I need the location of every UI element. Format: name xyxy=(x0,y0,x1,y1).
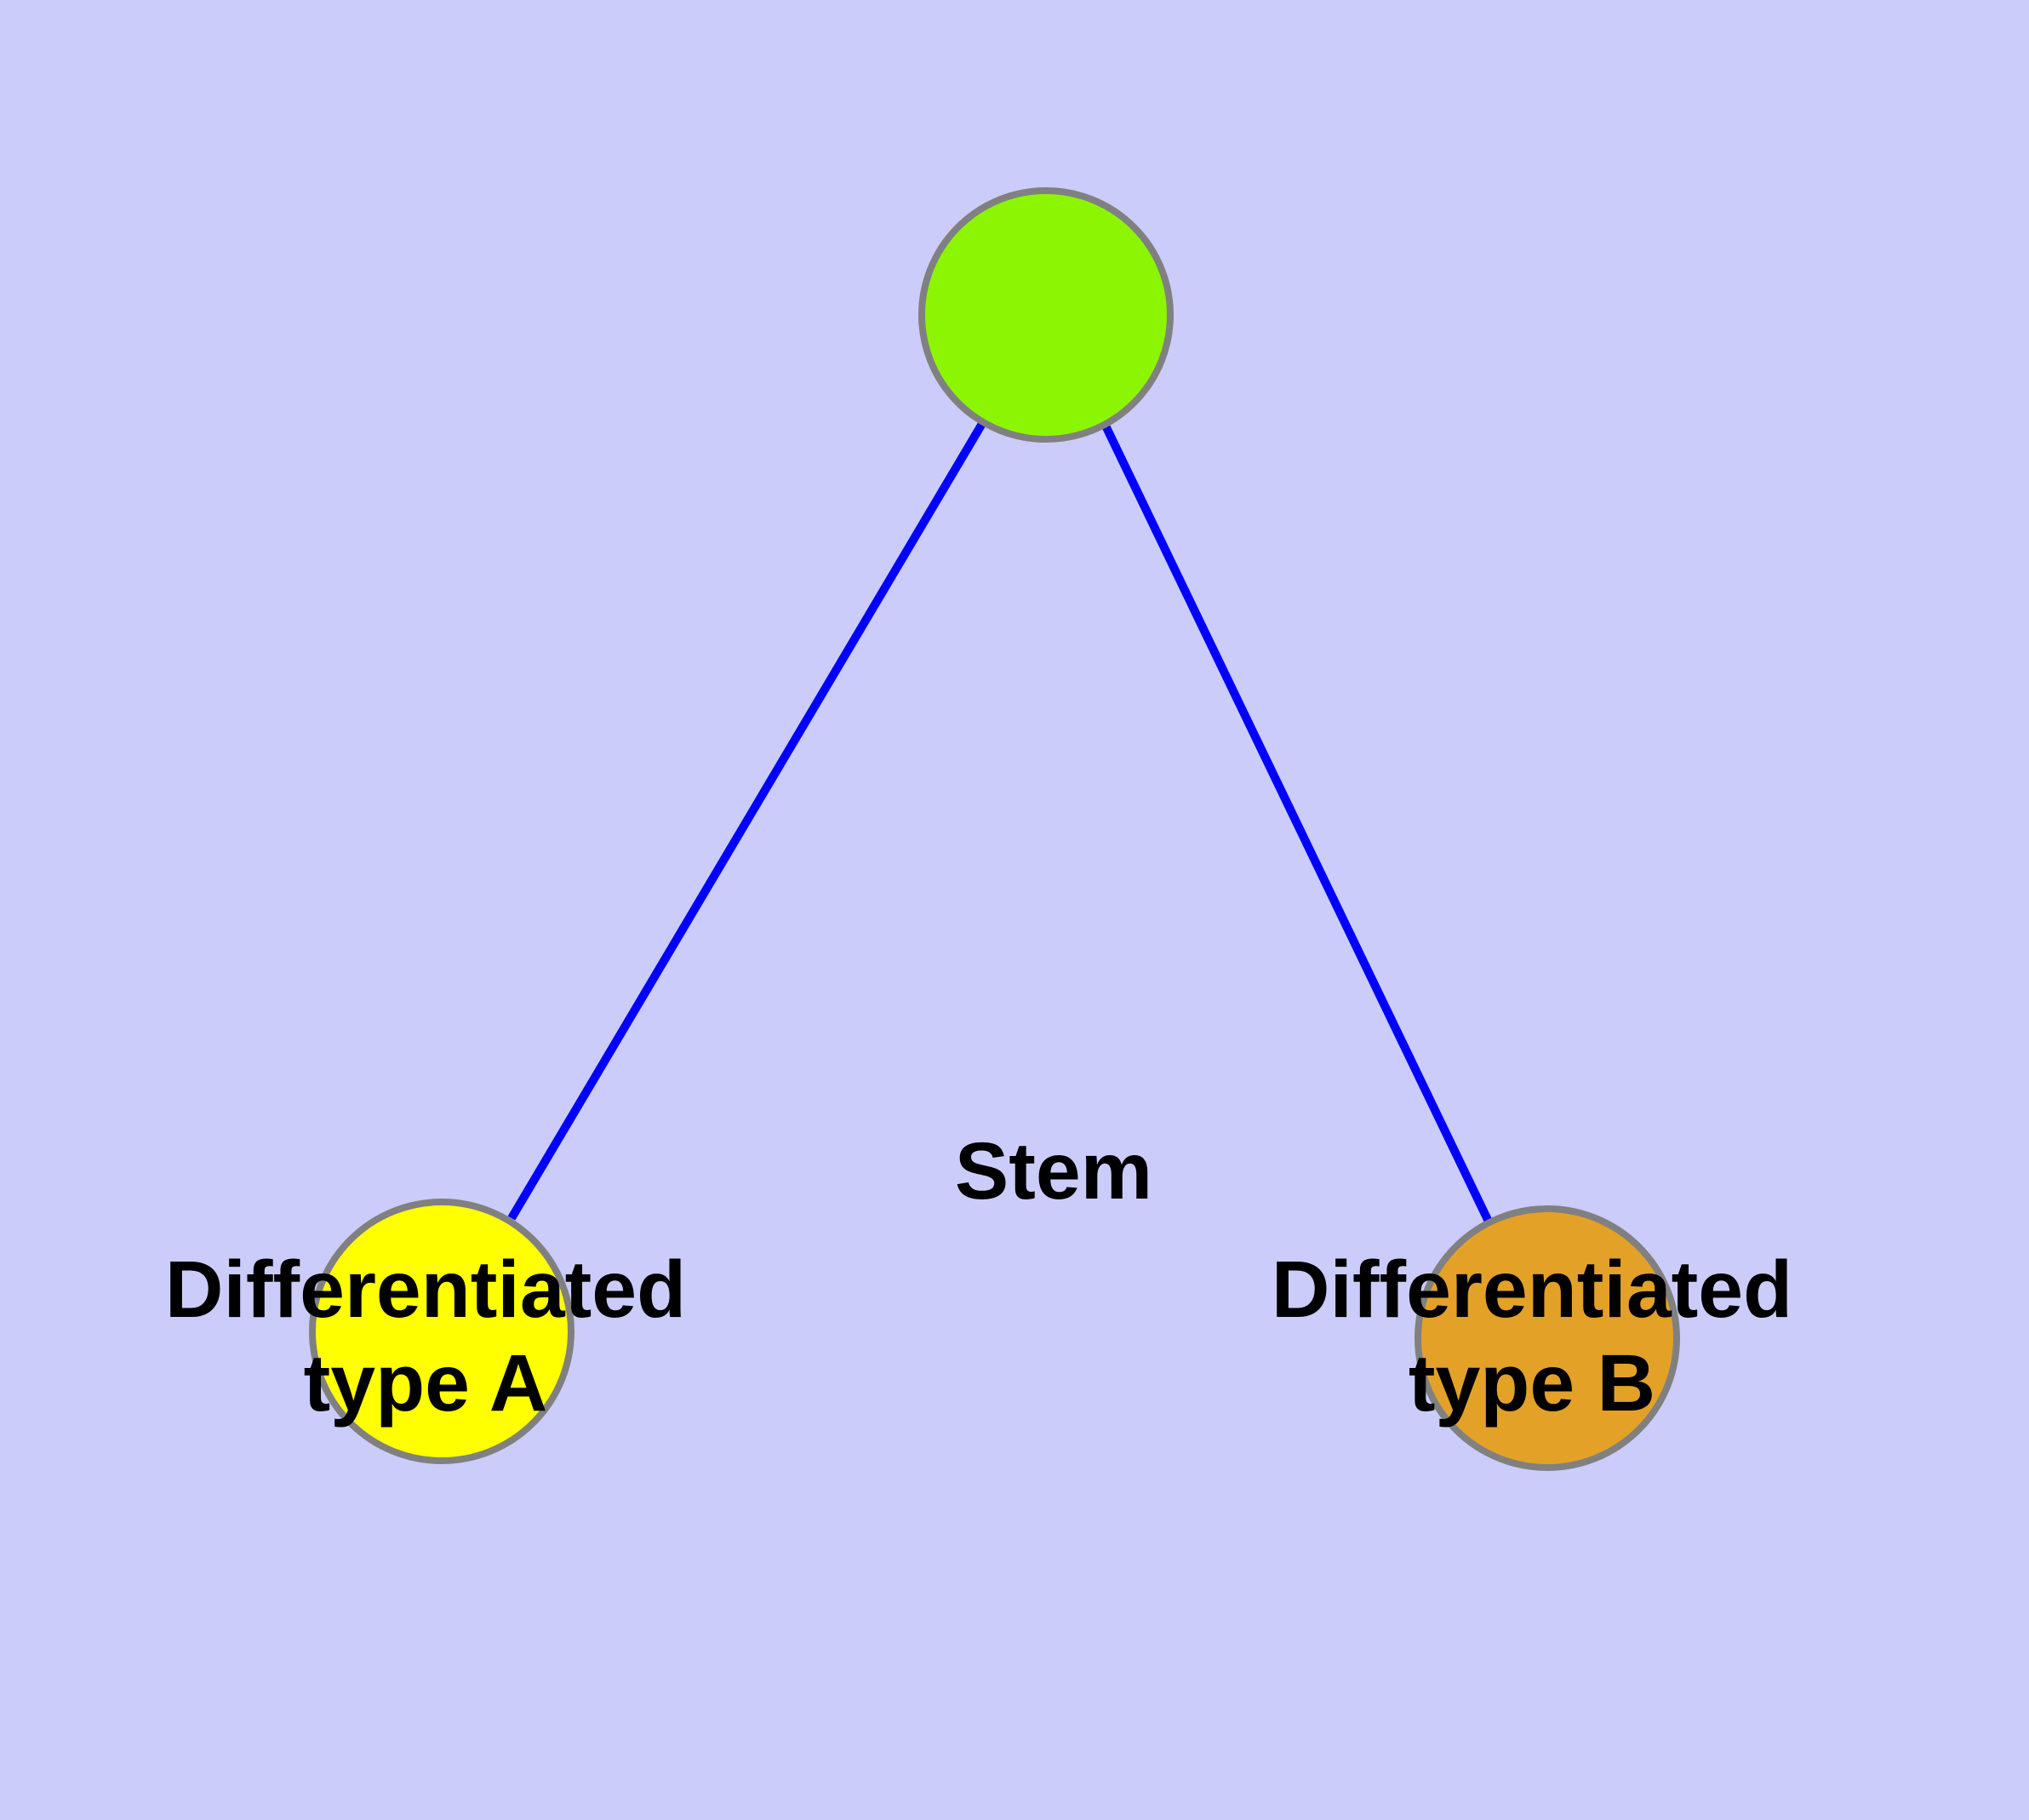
node-stem-label: Stem xyxy=(955,1126,1152,1216)
node-differentiated-type-a-circle[interactable] xyxy=(309,1199,574,1464)
node-differentiated-type-b[interactable] xyxy=(1415,1205,1680,1471)
node-stem[interactable] xyxy=(918,187,1174,443)
label-line: Differentiated xyxy=(165,1245,686,1335)
node-differentiated-type-b-circle[interactable] xyxy=(1415,1205,1680,1471)
node-stem-circle[interactable] xyxy=(918,187,1174,443)
label-line: type B xyxy=(1409,1338,1655,1428)
edge-stem-to-differentiated-type-a[interactable] xyxy=(507,420,987,1221)
edge-stem-to-differentiated-type-b[interactable] xyxy=(1100,421,1494,1226)
label-line: Differentiated xyxy=(1272,1245,1792,1335)
label-line: type A xyxy=(304,1338,548,1428)
label-line: Stem xyxy=(955,1126,1152,1216)
node-group xyxy=(309,187,1680,1471)
edge-group xyxy=(507,420,1494,1226)
node-differentiated-type-a[interactable] xyxy=(309,1199,574,1464)
